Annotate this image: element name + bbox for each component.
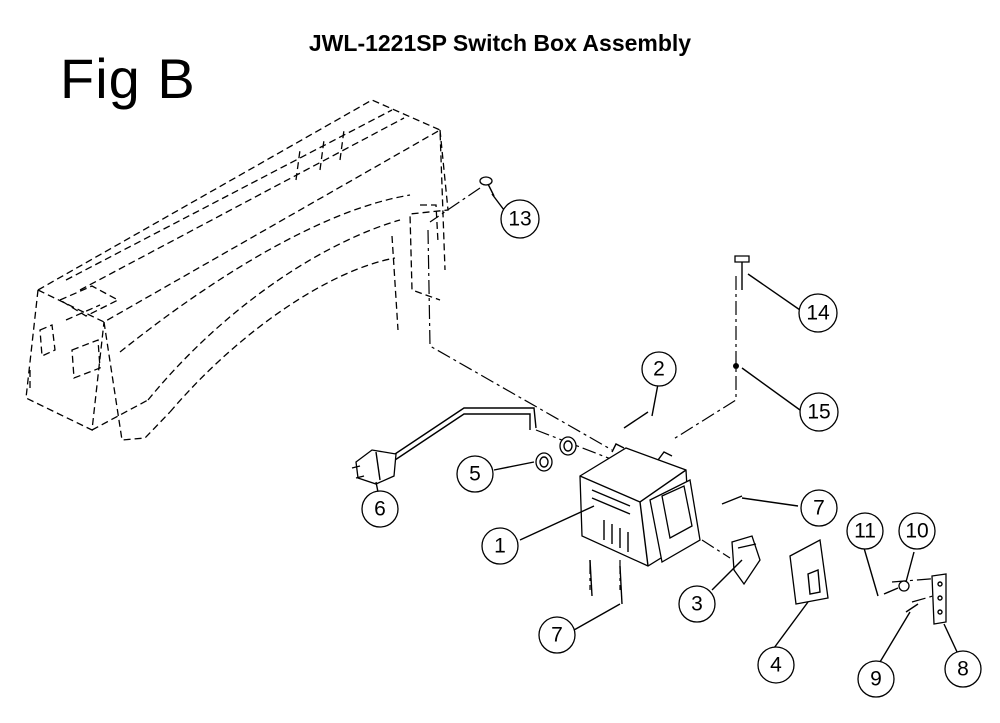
screws xyxy=(479,176,919,613)
svg-text:11: 11 xyxy=(854,520,876,543)
leader-lines xyxy=(375,193,959,663)
svg-text:9: 9 xyxy=(870,668,882,691)
callout-1: 1 xyxy=(481,527,519,565)
svg-text:2: 2 xyxy=(653,358,665,381)
svg-text:7: 7 xyxy=(551,624,563,647)
figure-label: Fig B xyxy=(60,47,196,110)
callout-11: 11 xyxy=(846,512,884,550)
callout-8: 8 xyxy=(944,650,982,688)
mounting-bracket xyxy=(898,573,947,625)
svg-text:15: 15 xyxy=(807,401,830,424)
callout-14: 14 xyxy=(798,293,838,333)
svg-text:7: 7 xyxy=(813,497,825,520)
svg-text:8: 8 xyxy=(957,658,969,681)
strain-reliefs xyxy=(535,436,577,472)
callout-13: 13 xyxy=(500,199,540,239)
svg-text:6: 6 xyxy=(374,498,386,521)
callout-9: 9 xyxy=(857,660,895,698)
callout-7-bottom: 7 xyxy=(538,616,576,654)
svg-text:14: 14 xyxy=(806,302,830,325)
callout-15: 15 xyxy=(799,392,839,432)
svg-text:5: 5 xyxy=(469,463,481,486)
svg-text:10: 10 xyxy=(905,520,928,543)
callout-6: 6 xyxy=(361,490,399,528)
callout-2: 2 xyxy=(641,351,677,387)
svg-text:4: 4 xyxy=(770,654,782,677)
switch-box xyxy=(579,443,701,567)
svg-text:13: 13 xyxy=(508,208,531,231)
power-cord xyxy=(351,407,537,485)
callout-3: 3 xyxy=(678,585,716,623)
label-plate xyxy=(789,538,829,605)
callout-5: 5 xyxy=(456,455,494,493)
lathe-stand-outline xyxy=(25,99,449,441)
svg-text:1: 1 xyxy=(494,535,506,558)
callout-4: 4 xyxy=(757,646,795,684)
diagram-title: JWL-1221SP Switch Box Assembly xyxy=(308,30,692,56)
switch-key xyxy=(731,535,761,586)
callout-10: 10 xyxy=(898,512,936,550)
svg-text:3: 3 xyxy=(691,593,703,616)
callout-7-right: 7 xyxy=(800,489,838,527)
